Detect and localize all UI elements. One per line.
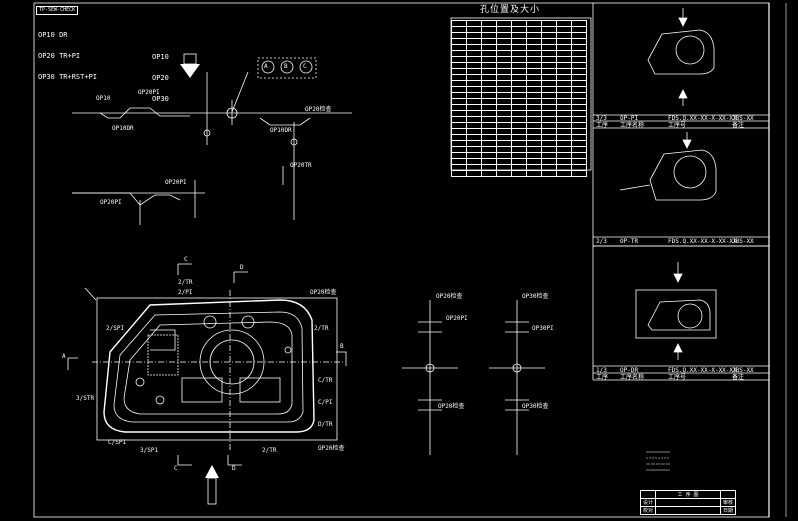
label-op10: OP10 — [96, 95, 111, 102]
hole-table-cell — [571, 170, 587, 177]
label-op20-check-bottom: OP20检查 — [318, 445, 345, 452]
hole-table-cell — [451, 170, 467, 177]
hole-table-cell — [496, 170, 512, 177]
tb-design: 设计 — [639, 498, 657, 507]
panel2-op: 2/3 — [596, 238, 607, 245]
label-op10dr-right: OP10DR — [270, 127, 292, 134]
label-op20pi: OP20PI — [165, 179, 187, 186]
label-op20-check-center-2: OP20检查 — [438, 403, 465, 410]
op-line-1: OP10 DR — [38, 31, 68, 39]
op-stack-3: OP30 — [152, 95, 169, 103]
panel2-code: FDS.Q.XX-XX-X-XX-XX — [668, 238, 737, 245]
label-2pi: 2/PI — [178, 289, 193, 296]
tb-cell — [655, 498, 722, 507]
label-3sp1: 3/SP1 — [140, 447, 159, 454]
hole-table-cell — [556, 170, 572, 177]
op-list: OP10 DR OP20 TR+PI OP30 TR+RST+PI — [38, 18, 97, 88]
label-dtr: D/TR — [318, 421, 333, 428]
panel1-code: FDS.Q.XX-XX-X-XX-XX — [668, 115, 737, 122]
label-2tr-bottom: 2/TR — [262, 447, 277, 454]
hole-position-table — [451, 20, 587, 177]
label-3str: 3/STR — [76, 395, 95, 402]
panel1-name: OP-PI — [620, 115, 639, 122]
circle-label-c: C — [303, 63, 307, 70]
title-block-row: 设计 审核 — [639, 498, 737, 507]
section-a-left: A — [62, 353, 66, 360]
panel3-row2-d: 备注 — [732, 374, 745, 381]
label-op20-check-center: OP20检查 — [436, 293, 463, 300]
label-op20-check: OP20检查 — [305, 106, 332, 113]
panel3-op: 1/3 — [596, 367, 607, 374]
panel1-row2-d: 备注 — [732, 122, 745, 129]
hole-table-cell — [466, 170, 482, 177]
label-2tr-right: 2/TR — [314, 325, 329, 332]
op-stack-2: OP20 — [152, 74, 169, 82]
panel1-op: 3/3 — [596, 115, 607, 122]
label-op20tr: OP20TR — [290, 162, 312, 169]
label-cpi: C/PI — [318, 399, 333, 406]
tb-date: 日期 — [720, 506, 737, 515]
hole-table-row — [451, 134, 587, 141]
label-cspi: C/SPI — [108, 439, 127, 446]
tb-check: 校对 — [639, 506, 657, 515]
op-line-2: OP20 TR+PI — [38, 52, 81, 60]
panel3-row2-b: 工序名称 — [620, 374, 645, 381]
label-op10dr: OP10DR — [112, 125, 134, 132]
label-op20pi-lower: OP20PI — [100, 199, 122, 206]
tb-cell — [639, 490, 657, 499]
label-ctr: C/TR — [318, 377, 333, 384]
hole-table-cell — [541, 170, 557, 177]
tb-cell — [655, 506, 722, 515]
panel3-name: OP-DR — [620, 367, 639, 374]
title-block-row: 校对 日期 — [639, 506, 737, 515]
tb-cell — [720, 490, 737, 499]
section-c-top: C — [184, 256, 188, 263]
hole-table-row — [451, 56, 587, 63]
op-line-3: OP30 TR+RST+PI — [38, 73, 98, 81]
panel2-size: JBS-XX — [732, 238, 754, 245]
title-block-row: 工 序 图 — [639, 490, 737, 499]
header-tag: TP-SEW-CHECK — [36, 6, 79, 15]
label-2tr: 2/TR — [178, 279, 193, 286]
label-op20-check-plan: OP20检查 — [310, 289, 337, 296]
hole-table-cell — [511, 170, 527, 177]
panel1-row2-c: 工序号 — [668, 122, 687, 129]
panel3-row2-c: 工序号 — [668, 374, 687, 381]
label-op20-pi-top: OP20PI — [138, 89, 160, 96]
label-op20pi-center: OP20PI — [446, 315, 468, 322]
hole-table-title: 孔位置及大小 — [480, 5, 541, 15]
op-stack-1: OP10 — [152, 53, 169, 61]
section-d-bottom: D — [232, 465, 236, 472]
label-op30pi: OP30PI — [532, 325, 554, 332]
circle-label-a: A — [264, 63, 268, 70]
tb-title: 工 序 图 — [655, 490, 722, 499]
hole-table-row — [451, 170, 587, 177]
panel1-row2-a: 工序 — [596, 122, 609, 129]
panel3-size: JBS-XX — [732, 367, 754, 374]
label-op30-check: OP30检查 — [522, 293, 549, 300]
title-block: 工 序 图 设计 审核 校对 日期 — [639, 490, 737, 515]
panel3-code: FDS.Q.XX-XX-X-XX-XX — [668, 367, 737, 374]
tb-review: 审核 — [720, 498, 737, 507]
label-op30-check-2: OP30检查 — [522, 403, 549, 410]
panel1-row2-b: 工序名称 — [620, 122, 645, 129]
hole-table-cell — [481, 170, 497, 177]
section-b-right: B — [340, 343, 344, 350]
section-c-bottom: C — [174, 465, 178, 472]
section-d-top: D — [240, 264, 244, 271]
circle-label-b: B — [284, 63, 288, 70]
panel2-name: OP-TR — [620, 238, 639, 245]
hole-table-row — [451, 122, 587, 129]
label-2spi: 2/SPI — [106, 325, 125, 332]
panel1-size: JBS-XX — [732, 115, 754, 122]
panel3-row2-a: 工序 — [596, 374, 609, 381]
op-stack: OP10 OP20 OP30 — [152, 40, 169, 110]
hole-table-cell — [526, 170, 542, 177]
hole-table-row — [451, 92, 587, 99]
hole-table-row — [451, 116, 587, 123]
